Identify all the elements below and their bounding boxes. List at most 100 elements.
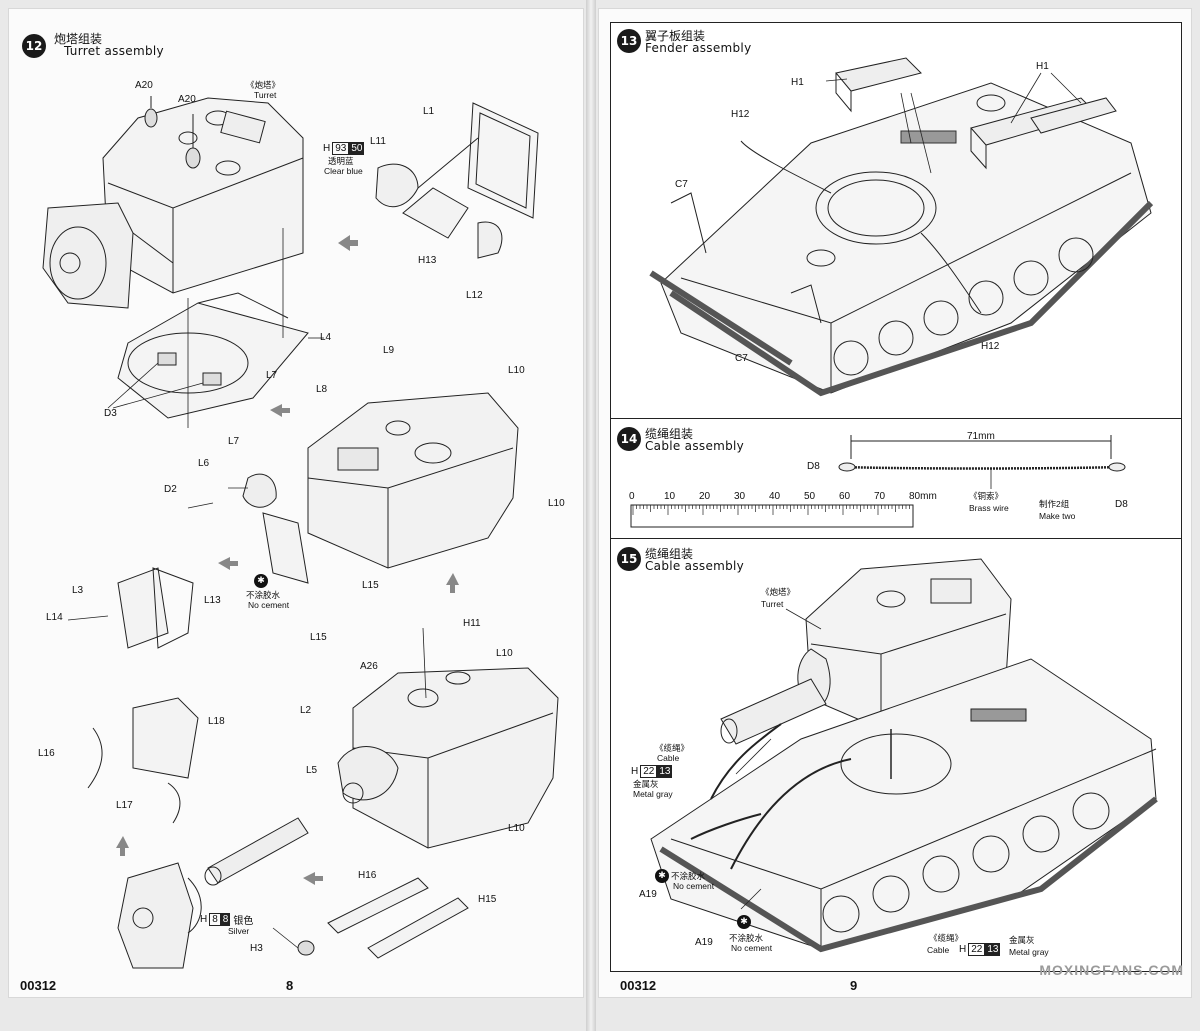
cable-install-drawing — [650, 558, 1158, 953]
clear-blue-cn: 透明蓝 — [328, 156, 354, 166]
part-label-l15: L15 — [362, 580, 379, 591]
no-cement-en: No cement — [731, 943, 773, 953]
color-code-h: H — [323, 143, 331, 154]
step-15-panel: 15 缆绳组装 Cable assembly — [610, 538, 1182, 972]
part-label-d8: D8 — [807, 461, 820, 472]
part-label-a20: A20 — [178, 94, 196, 105]
part-label-l2: L2 — [300, 705, 312, 716]
turret-label-en: Turret — [761, 599, 784, 609]
no-cement-icon: ✱ — [655, 869, 669, 883]
step-13-badge: 13 — [617, 29, 641, 53]
step-14-badge: 14 — [617, 427, 641, 451]
metal-gray-cn: 金属灰 — [633, 779, 659, 789]
assembly-arrows — [116, 235, 459, 885]
part-label-l4: L4 — [320, 332, 332, 343]
turret-label-cn: 《炮塔》 — [761, 587, 796, 597]
turret-assembled-lower — [337, 667, 559, 849]
part-label-l17: L17 — [116, 800, 133, 811]
part-label-a19: A19 — [695, 937, 713, 948]
ruler-tick-label: 70 — [874, 491, 886, 502]
part-label-l11: L11 — [370, 136, 386, 147]
silver-en: Silver — [228, 926, 250, 936]
part-label-l10: L10 — [548, 498, 565, 509]
turret-body-middle — [242, 392, 519, 569]
turret-shell-drawing — [102, 97, 304, 294]
part-label-l7: L7 — [228, 436, 240, 447]
part-label-a20: A20 — [135, 80, 153, 91]
gun-barrel-parts — [204, 817, 469, 959]
page-right: 13 翼子板组装 Fender assembly — [598, 8, 1192, 998]
silver-code: H 8 8 银色 — [200, 912, 253, 927]
part-label-h16: H16 — [358, 870, 377, 881]
color-code-h: H — [959, 944, 967, 955]
part-label-h3: H3 — [250, 943, 263, 954]
part-label-l5: L5 — [306, 765, 318, 776]
mantlet-assembled — [117, 862, 202, 969]
color-code-num2: 50 — [349, 142, 365, 155]
metal-gray-en: Metal gray — [1009, 947, 1049, 957]
color-code-h: H — [631, 766, 639, 777]
part-label-h11: H11 — [463, 618, 481, 629]
silver-cn: 银色 — [233, 916, 254, 927]
step-15-title-en: Cable assembly — [645, 559, 745, 573]
no-cement-cn: 不涂胶水 — [246, 590, 281, 600]
color-code-num1: 22 — [968, 943, 986, 956]
step-12-title-cn: 炮塔组装 — [54, 32, 103, 46]
metal-gray-en: Metal gray — [633, 789, 673, 799]
metal-gray-code: H 22 13 — [959, 943, 1001, 956]
page-left: 12 炮塔组装 Turret assembly — [8, 8, 584, 998]
part-label-l14: L14 — [46, 612, 63, 623]
step-13-title-cn: 翼子板组装 — [645, 29, 706, 43]
periscope-group — [375, 102, 539, 259]
part-label-l7: L7 — [266, 370, 278, 381]
color-code-num1: 22 — [640, 765, 658, 778]
no-cement-icon: ✱ — [737, 915, 751, 929]
step-14-panel: 14 缆绳组装 Cable assembly 71mm D8 D8 《铜索》 B… — [610, 418, 1182, 540]
metal-gray-cn: 金属灰 — [1009, 935, 1035, 945]
step-12-title-en: Turret assembly — [64, 44, 164, 58]
part-label-l13: L13 — [204, 595, 221, 606]
cable-length-label: 71mm — [967, 431, 995, 442]
part-label-a26: A26 — [360, 661, 378, 672]
ruler-tick-label: 80mm — [909, 491, 937, 502]
fender-assembly-drawing — [649, 57, 1154, 397]
step-14-title-en: Cable assembly — [645, 439, 745, 453]
page-gutter — [586, 0, 596, 1031]
ruler-tick-label: 0 — [629, 491, 635, 502]
part-label-l16: L16 — [38, 748, 55, 759]
vision-block-group — [117, 512, 309, 649]
part-label-l1: L1 — [423, 106, 435, 117]
part-label-l9: L9 — [383, 345, 395, 356]
color-code-num1: 93 — [332, 142, 350, 155]
part-label-c7: C7 — [735, 353, 748, 364]
metal-gray-code: H 22 13 — [631, 765, 673, 778]
turret-label-cn: 《炮塔》 — [246, 80, 281, 90]
ruler-tick-label: 20 — [699, 491, 711, 502]
product-code-right: 00312 — [620, 978, 657, 993]
part-label-l10: L10 — [508, 823, 525, 834]
a20-parts — [144, 96, 201, 169]
part-label-h12: H12 — [731, 109, 750, 120]
part-label-h12: H12 — [981, 341, 1000, 352]
part-label-h13: H13 — [418, 255, 437, 266]
brass-wire-en: Brass wire — [969, 503, 1009, 513]
ruler-tick-label: 30 — [734, 491, 746, 502]
no-cement-en: No cement — [673, 881, 715, 891]
part-label-d3: D3 — [104, 408, 117, 419]
ruler-tick-label: 60 — [839, 491, 851, 502]
part-label-l3: L3 — [72, 585, 84, 596]
part-label-c7: C7 — [675, 179, 688, 190]
no-cement-en: No cement — [248, 600, 290, 610]
ruler-tick-label: 10 — [664, 491, 676, 502]
make-two-en: Make two — [1039, 511, 1076, 521]
part-label-l10: L10 — [496, 648, 513, 659]
part-label-l10: L10 — [508, 365, 525, 376]
cable2-label-en: Cable — [927, 945, 950, 955]
cable2-label-cn: 《缆绳》 — [929, 933, 964, 943]
part-label-l15: L15 — [310, 632, 327, 643]
turret-floor-plate — [117, 292, 309, 419]
part-label-l18: L18 — [208, 716, 225, 727]
turret-assembly-drawing — [42, 96, 559, 969]
page-number-right: 9 — [850, 978, 858, 993]
make-two-cn: 制作2组 — [1039, 499, 1070, 509]
